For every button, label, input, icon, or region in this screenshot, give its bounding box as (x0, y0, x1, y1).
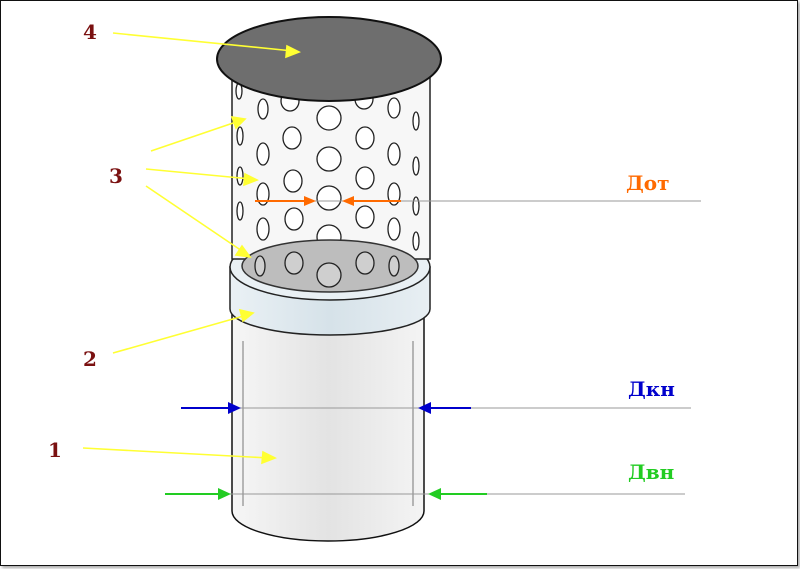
label-3: 3 (109, 164, 123, 188)
perforated-cylinder (231, 58, 431, 293)
label-d-kn: Дкн (628, 377, 675, 401)
label-d-vn: Двн (628, 460, 674, 484)
dimension-d-ot (255, 196, 701, 206)
label-2: 2 (83, 347, 97, 371)
pipe-body (231, 300, 425, 542)
label-1: 1 (48, 438, 62, 462)
pointer-lines (82, 32, 301, 465)
dimension-d-kn (181, 402, 691, 414)
dimension-d-vn (165, 488, 685, 500)
perforation-holes (235, 82, 420, 251)
label-d-ot: Дот (626, 171, 670, 195)
top-cap (216, 16, 442, 102)
label-4: 4 (83, 20, 97, 44)
